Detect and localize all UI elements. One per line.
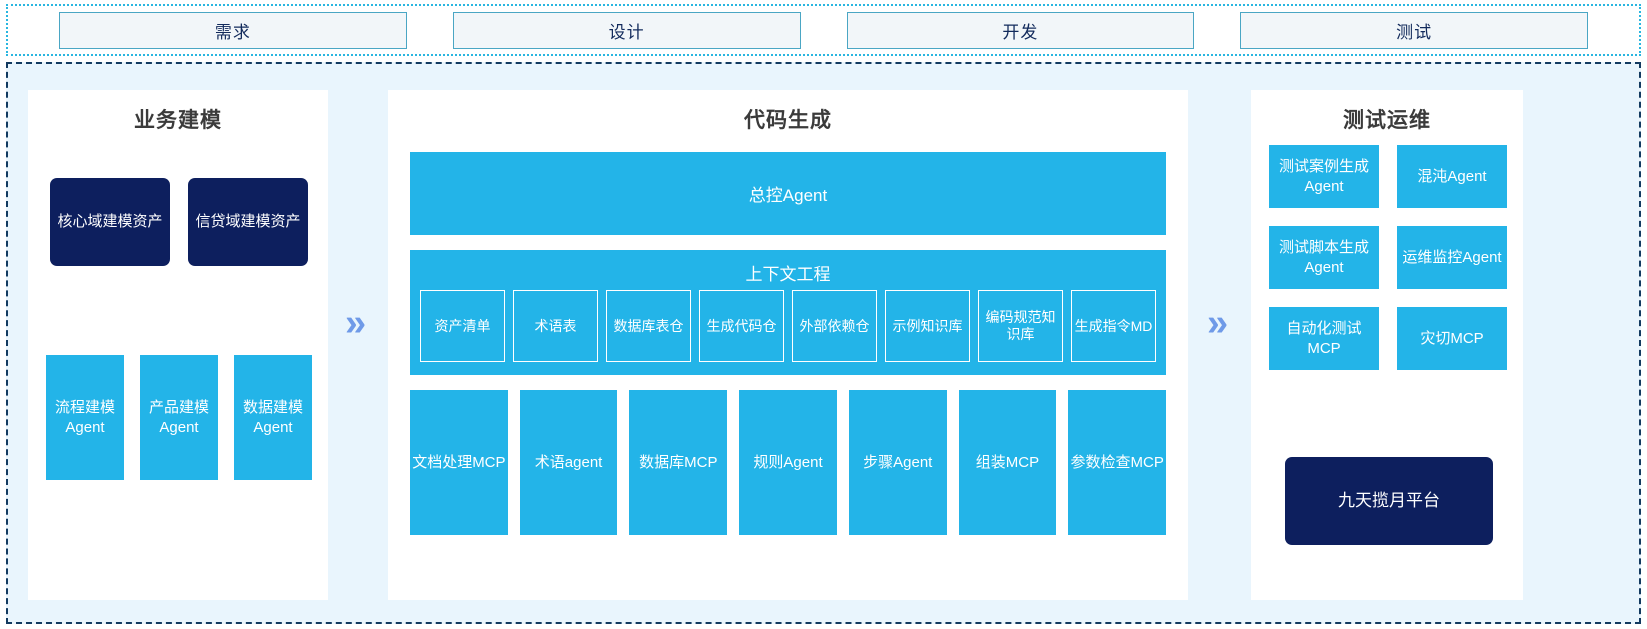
tool-automated-test-mcp[interactable]: 自动化测试MCP: [1269, 307, 1379, 370]
agent-chaos[interactable]: 混沌Agent: [1397, 145, 1507, 208]
phase-box-design[interactable]: 设计: [452, 11, 801, 49]
ctx-item-db-table-repo[interactable]: 数据库表仓: [606, 290, 691, 362]
chevron-right-icon-1: »: [345, 302, 367, 344]
ctx-item-asset-list[interactable]: 资产清单: [420, 290, 505, 362]
panel-business-modeling: 业务建模 核心域建模资产 信贷域建模资产 流程建模Agent 产品建模Agent…: [28, 90, 328, 600]
agent-product-modeling[interactable]: 产品建模Agent: [140, 355, 218, 480]
agent-data-modeling[interactable]: 数据建模Agent: [234, 355, 312, 480]
test-ops-agents-group: 测试案例生成Agent 混沌Agent 测试脚本生成Agent 运维监控Agen…: [1269, 145, 1507, 370]
panel-test-operations: 测试运维 测试案例生成Agent 混沌Agent 测试脚本生成Agent 运维监…: [1251, 90, 1523, 600]
agent-ops-monitoring[interactable]: 运维监控Agent: [1397, 226, 1507, 289]
code-generation-tools: 文档处理MCP 术语agent 数据库MCP 规则Agent 步骤Agent 组…: [410, 390, 1167, 535]
agent-process-modeling[interactable]: 流程建模Agent: [46, 355, 124, 480]
panel-title-test-operations: 测试运维: [1343, 109, 1431, 132]
panel-title-business-modeling: 业务建模: [134, 109, 222, 132]
tool-parameter-check-mcp[interactable]: 参数检查MCP: [1068, 390, 1167, 535]
phase-box-testing[interactable]: 测试: [1240, 11, 1588, 49]
context-engineering-panel: 上下文工程 资产清单 术语表 数据库表仓 生成代码仓 外部依赖仓 示例知识库 编…: [410, 250, 1166, 375]
ctx-item-example-knowledge-base[interactable]: 示例知识库: [885, 290, 970, 362]
tool-rule-agent[interactable]: 规则Agent: [739, 390, 837, 535]
phase-box-requirements[interactable]: 需求: [59, 11, 407, 49]
panel-title-code-generation: 代码生成: [744, 109, 832, 132]
ctx-item-coding-standard-knowledge-base[interactable]: 编码规范知识库: [978, 290, 1063, 362]
asset-credit-domain[interactable]: 信贷域建模资产: [188, 178, 308, 266]
tool-document-processing-mcp[interactable]: 文档处理MCP: [410, 390, 508, 535]
context-engineering-title: 上下文工程: [745, 265, 831, 284]
tool-assembly-mcp[interactable]: 组装MCP: [958, 390, 1057, 535]
tool-disaster-switch-mcp[interactable]: 灾切MCP: [1397, 307, 1507, 370]
tool-step-agent[interactable]: 步骤Agent: [848, 390, 947, 535]
ctx-item-glossary[interactable]: 术语表: [513, 290, 598, 362]
main-canvas: » » 业务建模 核心域建模资产 信贷域建模资产 流程建模Agent 产品建模A…: [6, 62, 1641, 624]
phase-box-development[interactable]: 开发: [846, 11, 1195, 49]
chevron-right-icon-2: »: [1207, 302, 1229, 344]
tool-glossary-agent[interactable]: 术语agent: [519, 390, 618, 535]
ctx-item-external-dependency-repo[interactable]: 外部依赖仓: [792, 290, 877, 362]
business-agents-group: 流程建模Agent 产品建模Agent 数据建模Agent: [46, 355, 312, 480]
tool-database-mcp[interactable]: 数据库MCP: [629, 390, 728, 535]
agent-test-script-generation[interactable]: 测试脚本生成Agent: [1269, 226, 1379, 289]
asset-core-domain[interactable]: 核心域建模资产: [50, 178, 170, 266]
context-engineering-items: 资产清单 术语表 数据库表仓 生成代码仓 外部依赖仓 示例知识库 编码规范知识库…: [420, 290, 1156, 362]
master-control-agent[interactable]: 总控Agent: [410, 152, 1166, 235]
platform-jiutian-lanyue[interactable]: 九天揽月平台: [1285, 457, 1493, 545]
ctx-item-generated-code-repo[interactable]: 生成代码仓: [699, 290, 784, 362]
business-assets-group: 核心域建模资产 信贷域建模资产: [50, 178, 308, 266]
agent-test-case-generation[interactable]: 测试案例生成Agent: [1269, 145, 1379, 208]
phase-strip: 需求 设计 开发 测试: [6, 4, 1641, 56]
ctx-item-generation-instruction-md[interactable]: 生成指令MD: [1071, 290, 1156, 362]
panel-code-generation: 代码生成 总控Agent 上下文工程 资产清单 术语表 数据库表仓 生成代码仓 …: [388, 90, 1188, 600]
